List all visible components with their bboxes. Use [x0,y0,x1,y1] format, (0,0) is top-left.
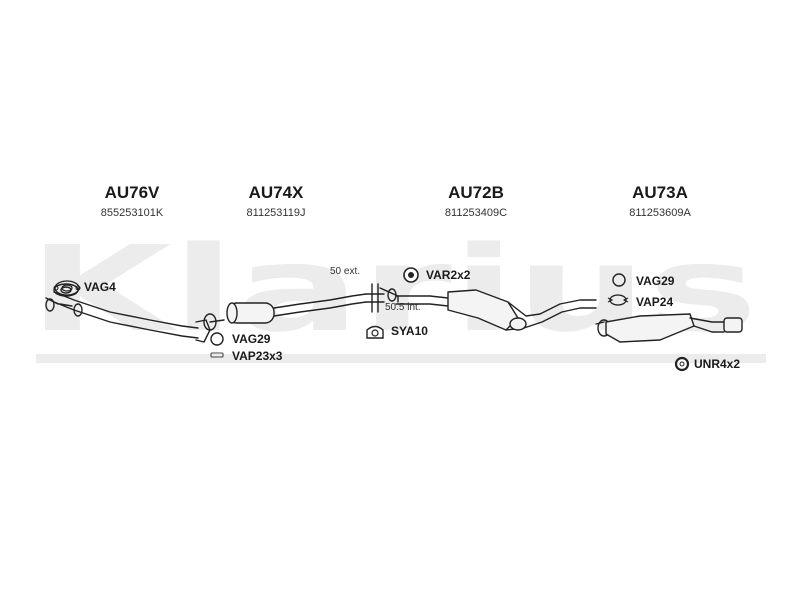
part-code-au72b: AU72B [448,183,504,202]
oem-number-au73a: 811253609A [629,207,691,219]
accessory-vap24: VAP24 [636,295,674,309]
part-code-au74x: AU74X [248,183,304,202]
middle-silencer-au72b [395,289,597,331]
clamp-icon [607,294,629,306]
rear-silencer-au73a [595,313,743,343]
accessory-vag29-left: VAG29 [232,332,271,346]
note-int: 50.5 int. [385,302,421,313]
accessory-vap23x3: VAP23x3 [232,349,283,363]
accessory-var2x2: VAR2x2 [426,268,471,282]
hanger-icon [366,325,384,339]
rubber-mount-icon [403,267,419,283]
center-silencer-au74x [209,293,367,324]
note-ext: 50 ext. [330,266,361,277]
oem-number-au74x: 811253119J [246,207,306,219]
ring-icon [210,332,224,346]
accessory-sya10: SYA10 [391,324,428,338]
rubber-ring-icon [674,356,690,372]
ring-icon [612,273,626,287]
gasket-icon [53,280,81,296]
front-pipe-au76v [45,283,217,343]
part-code-au73a: AU73A [632,183,688,202]
oem-number-au72b: 811253409C [444,207,508,219]
accessory-vag4: VAG4 [84,280,116,294]
accessory-vag29-right: VAG29 [636,274,675,288]
accessory-unr4x2: UNR4x2 [694,357,741,371]
clamp-icon [210,352,224,358]
oem-number-au76v: 855253101K [100,207,164,219]
joint-clamp [365,283,399,313]
part-code-au76v: AU76V [104,183,160,202]
